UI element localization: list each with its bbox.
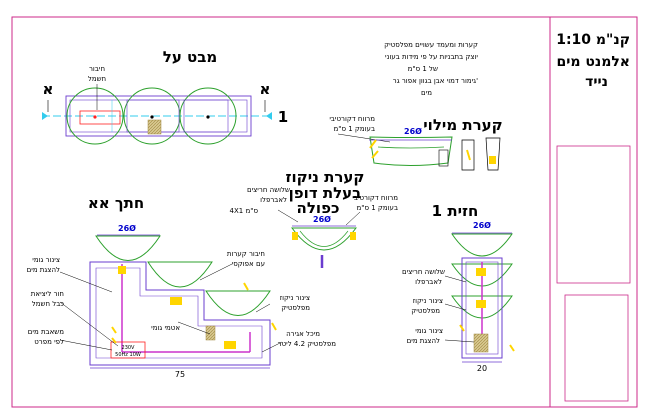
section-arrow-left (42, 112, 48, 120)
plan-bowl-3 (179, 87, 237, 145)
drain-bowl-title-1: קערת ניקוז (286, 168, 365, 186)
plan-title: מבט על (163, 48, 217, 66)
plan-view: מבט על א א 1 חיבור חשמל (42, 48, 288, 145)
label-pump-2: לפי מפרט (34, 338, 64, 346)
section-bowl-3 (205, 290, 271, 316)
elevation-dim-top: 26Ø (473, 220, 491, 230)
label-rubber-pipe-1: צינור גומי (32, 256, 60, 264)
section-mark-left: א (43, 80, 54, 98)
elevation-dim-bottom: 20 (477, 364, 487, 373)
label-tank-1: מיכל אגירה (286, 330, 320, 338)
note-line-2: יוצק בתבניות על פי מידות בעוני (385, 53, 478, 61)
elevation-bowl-2 (451, 263, 513, 287)
elev-label-slots-1: שלושה חריצים (402, 268, 445, 276)
drain-bowl-title-3: כפולה (297, 199, 340, 217)
pump-spec-2: 50Hz 10W (115, 352, 141, 358)
filling-bowl-detail: קערת מילוי מרווח דקורטיבי בעומק 1 ס"מ 26… (329, 115, 503, 171)
filling-bowl-title: קערת מילוי (423, 116, 502, 134)
label-overflow-2: כבל חשמל (32, 300, 65, 308)
drain-bowl-title-2: בעלת דופן (289, 184, 362, 202)
plan-pump-box (79, 110, 121, 125)
note-line-4: גימור דמוי אבן בגוון אפור גר' (393, 77, 478, 85)
elevation-mark: 1 (278, 108, 288, 126)
filling-bowl-dim: 26Ø (404, 126, 422, 136)
title-element: אלמנט מים (556, 54, 630, 70)
title-block-frame (549, 16, 638, 408)
section-bowl-1 (95, 235, 161, 261)
section-mark-right: א (260, 80, 271, 98)
elev-label-rubber-1: צינור גומי (415, 327, 443, 335)
note-line-1: קערות ומעמד עשויים מפלסטיק (384, 41, 478, 49)
label-drain-pipe-2: מפלסטיק (281, 304, 310, 312)
label-rubber-pipe-2: להצגת מים (27, 266, 60, 274)
section-base (89, 261, 271, 366)
section-title: חתך אא (88, 194, 144, 212)
filling-bowl-note-1: מרווח דקורטיבי (329, 115, 375, 123)
elev-label-pipe-1: צינור ניקוז (413, 297, 443, 305)
elev-label-rubber-2: להצגת מים (407, 337, 440, 345)
drain-left-note-2: לאברפלו (260, 196, 287, 204)
drain-bowl-detail: קערת ניקוז בעלת דופן כפולה שלושה חריצים … (230, 168, 398, 268)
plan-power-label-1: חיבור (89, 65, 105, 73)
title-mobile: נייד (585, 74, 608, 90)
label-drain-pipe-1: צינור ניקוז (280, 294, 310, 302)
plan-power-label-2: חשמל (88, 75, 106, 83)
elevation-1: חזית 1 26Ø 20 שלושה חריצים לאברפלו צינור… (402, 202, 515, 373)
drain-left-note-1: שלושה חריצים (247, 186, 290, 194)
plan-bowl-1 (66, 87, 124, 145)
elevation-title: חזית 1 (432, 202, 479, 220)
elevation-bowl-3 (451, 295, 513, 319)
title-block-box-bottom (564, 294, 629, 402)
elev-label-pipe-2: מפלסטיק (411, 307, 440, 315)
drain-bowl-dim: 26Ø (313, 214, 331, 224)
label-bowls-2: עם אפוקסי (232, 260, 265, 268)
elev-label-slots-2: לאברפלו (415, 278, 442, 286)
label-pump-1: משאבת מים (28, 328, 64, 336)
note-line-3: של 1 ס"מ (408, 65, 438, 73)
section-dim-top: 26Ø (118, 223, 136, 233)
section-bowl-2 (147, 261, 213, 288)
drain-left-note-3: 4X1 ס"מ (230, 207, 259, 215)
section-dim-bottom: 75 (175, 370, 185, 379)
elevation-column (461, 257, 503, 359)
elevation-bowl-1 (451, 233, 513, 257)
pump-spec-1: 230V (122, 345, 136, 351)
drain-bowl-shape (291, 227, 357, 251)
note-line-5: מים (421, 89, 432, 97)
label-tank-2: מפלסטיק 4.2 ליטר (278, 340, 337, 348)
label-rubber-seal: אטמי גומי (151, 324, 180, 332)
section-aa: חתך אא 26Ø 75 230V 50Hz 10W צ (27, 194, 337, 379)
title-block-box-middle (556, 145, 631, 284)
drain-right-note-2: בעומק 1 ס"מ (356, 204, 398, 212)
drain-right-note-1: מרווח דקורטיבי (352, 194, 398, 202)
title-scale: קנ"מ 1:10 (556, 32, 630, 48)
label-bowls-1: חיבור קערות (227, 250, 265, 258)
section-arrow-right (266, 112, 272, 120)
filling-bowl-note-2: בעומק 1 ס"מ (333, 125, 375, 133)
label-overflow-1: חור ליציאת (31, 290, 64, 298)
